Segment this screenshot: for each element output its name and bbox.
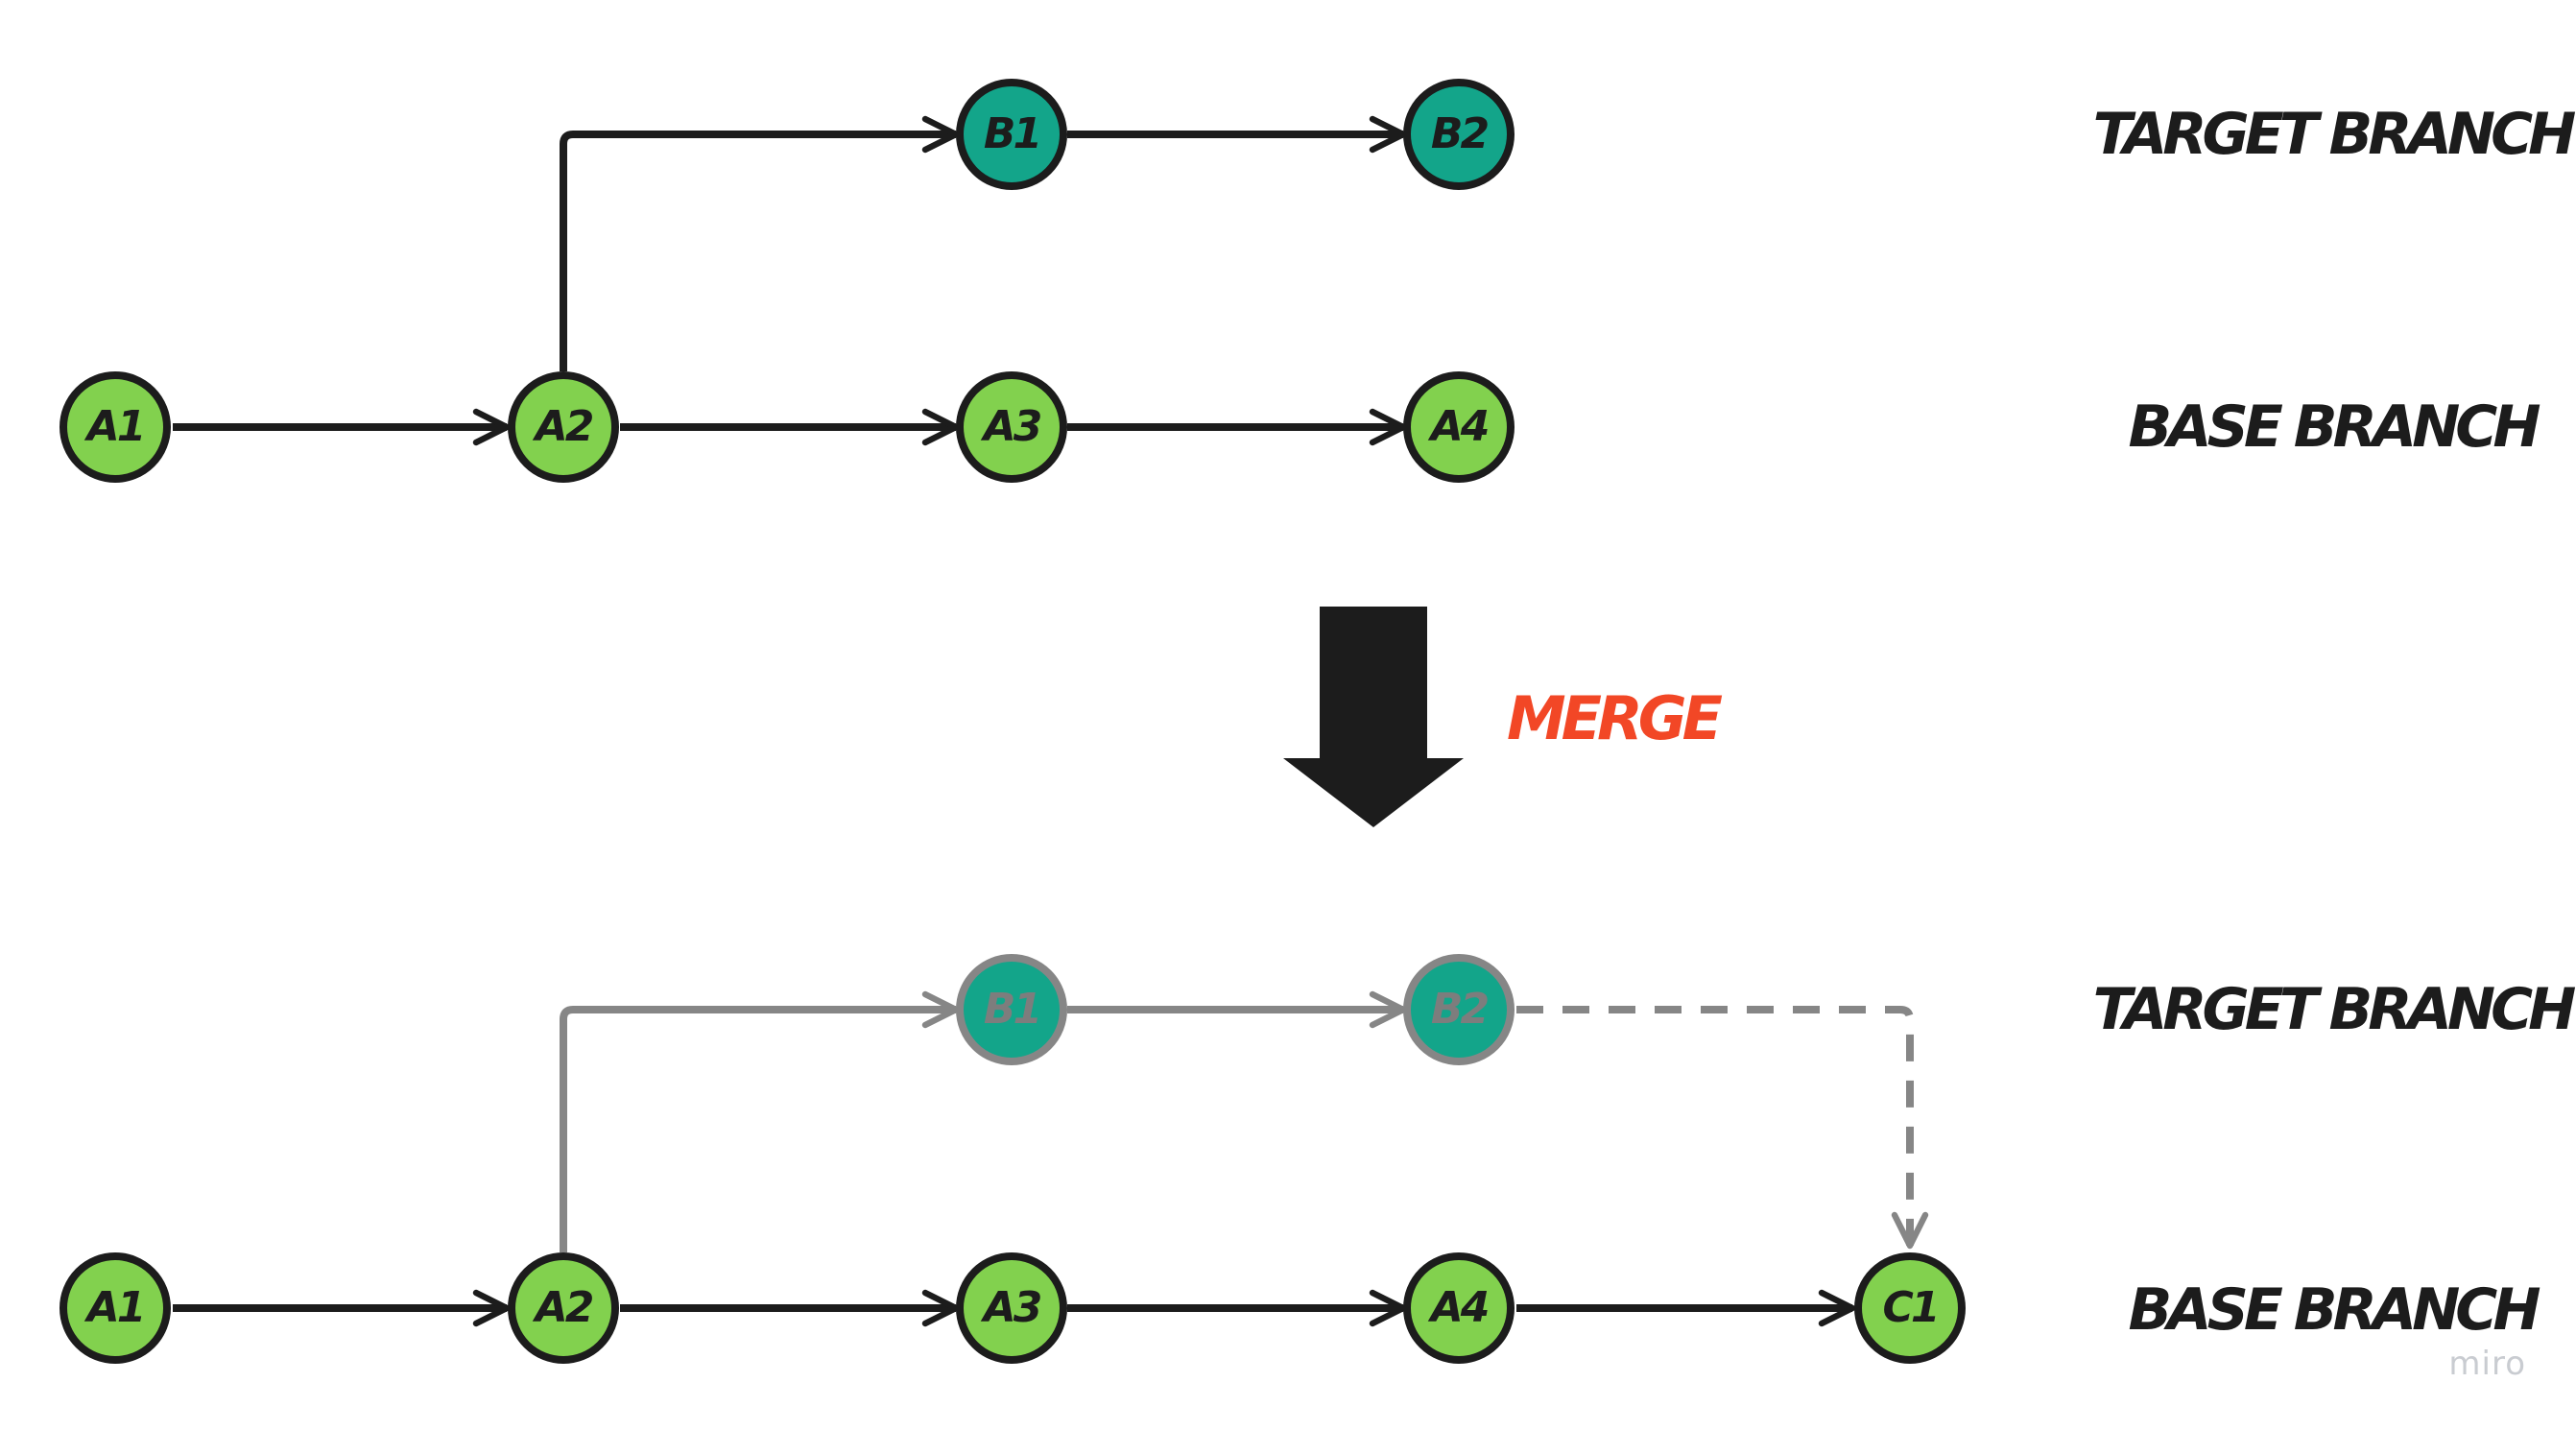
- after-graph: A1 A2 A3 A4 C1 B1: [60, 954, 2576, 1364]
- commit-node-c1-merge[interactable]: C1: [1854, 1252, 1966, 1364]
- commit-label-b1-faded: B1: [984, 985, 1039, 1034]
- commit-label-a4: A4: [1428, 402, 1488, 451]
- commit-node-a2-merged[interactable]: A2: [508, 1252, 619, 1364]
- target-branch-label-top: TARGET BRANCH: [2093, 101, 2576, 168]
- merge-indicator: MERGE: [1283, 607, 1728, 827]
- before-nodes: A1 A2 A3 A4 B1 B2: [60, 79, 1515, 483]
- commit-label-b1: B1: [984, 109, 1039, 158]
- commit-label-a3: A3: [981, 402, 1041, 451]
- edge-a2-b1: [560, 115, 960, 371]
- commit-label-b2-faded: B2: [1431, 985, 1489, 1034]
- commit-node-b1[interactable]: B1: [956, 79, 1067, 190]
- commit-node-b2[interactable]: B2: [1403, 79, 1515, 190]
- edge-b2-c1-dashed: [1516, 1006, 1929, 1250]
- commit-node-a2[interactable]: A2: [508, 371, 619, 483]
- commit-node-a1-merged[interactable]: A1: [60, 1252, 171, 1364]
- before-graph: A1 A2 A3 A4 B1 B2 TARGET BRA: [60, 79, 2576, 483]
- merge-down-arrow-icon: [1283, 607, 1464, 827]
- commit-node-a3-merged[interactable]: A3: [956, 1252, 1067, 1364]
- commit-label-a3-merged: A3: [981, 1283, 1041, 1332]
- target-branch-label-bottom: TARGET BRANCH: [2093, 976, 2576, 1043]
- merge-label: MERGE: [1507, 683, 1723, 753]
- edge-a2-b1-faded: [560, 990, 960, 1252]
- commit-label-a1: A1: [84, 402, 144, 451]
- commit-node-a1[interactable]: A1: [60, 371, 171, 483]
- commit-label-a2-merged: A2: [533, 1283, 593, 1332]
- commit-label-a1-merged: A1: [84, 1283, 144, 1332]
- base-branch-label-bottom: BASE BRANCH: [2128, 1276, 2540, 1344]
- miro-watermark: miro: [2448, 1345, 2526, 1383]
- commit-label-c1: C1: [1883, 1283, 1938, 1332]
- after-edges: [173, 990, 1929, 1327]
- commit-node-a4[interactable]: A4: [1403, 371, 1515, 483]
- commit-label-a2: A2: [533, 402, 593, 451]
- commit-node-b1-faded[interactable]: B1: [956, 954, 1067, 1065]
- commit-label-b2: B2: [1431, 109, 1489, 158]
- commit-node-a3[interactable]: A3: [956, 371, 1067, 483]
- base-branch-label-top: BASE BRANCH: [2128, 393, 2540, 461]
- commit-node-a4-merged[interactable]: A4: [1403, 1252, 1515, 1364]
- commit-node-b2-faded[interactable]: B2: [1403, 954, 1515, 1065]
- commit-label-a4-merged: A4: [1428, 1283, 1488, 1332]
- before-edges: [173, 115, 1407, 446]
- after-nodes: A1 A2 A3 A4 C1 B1: [60, 954, 1966, 1364]
